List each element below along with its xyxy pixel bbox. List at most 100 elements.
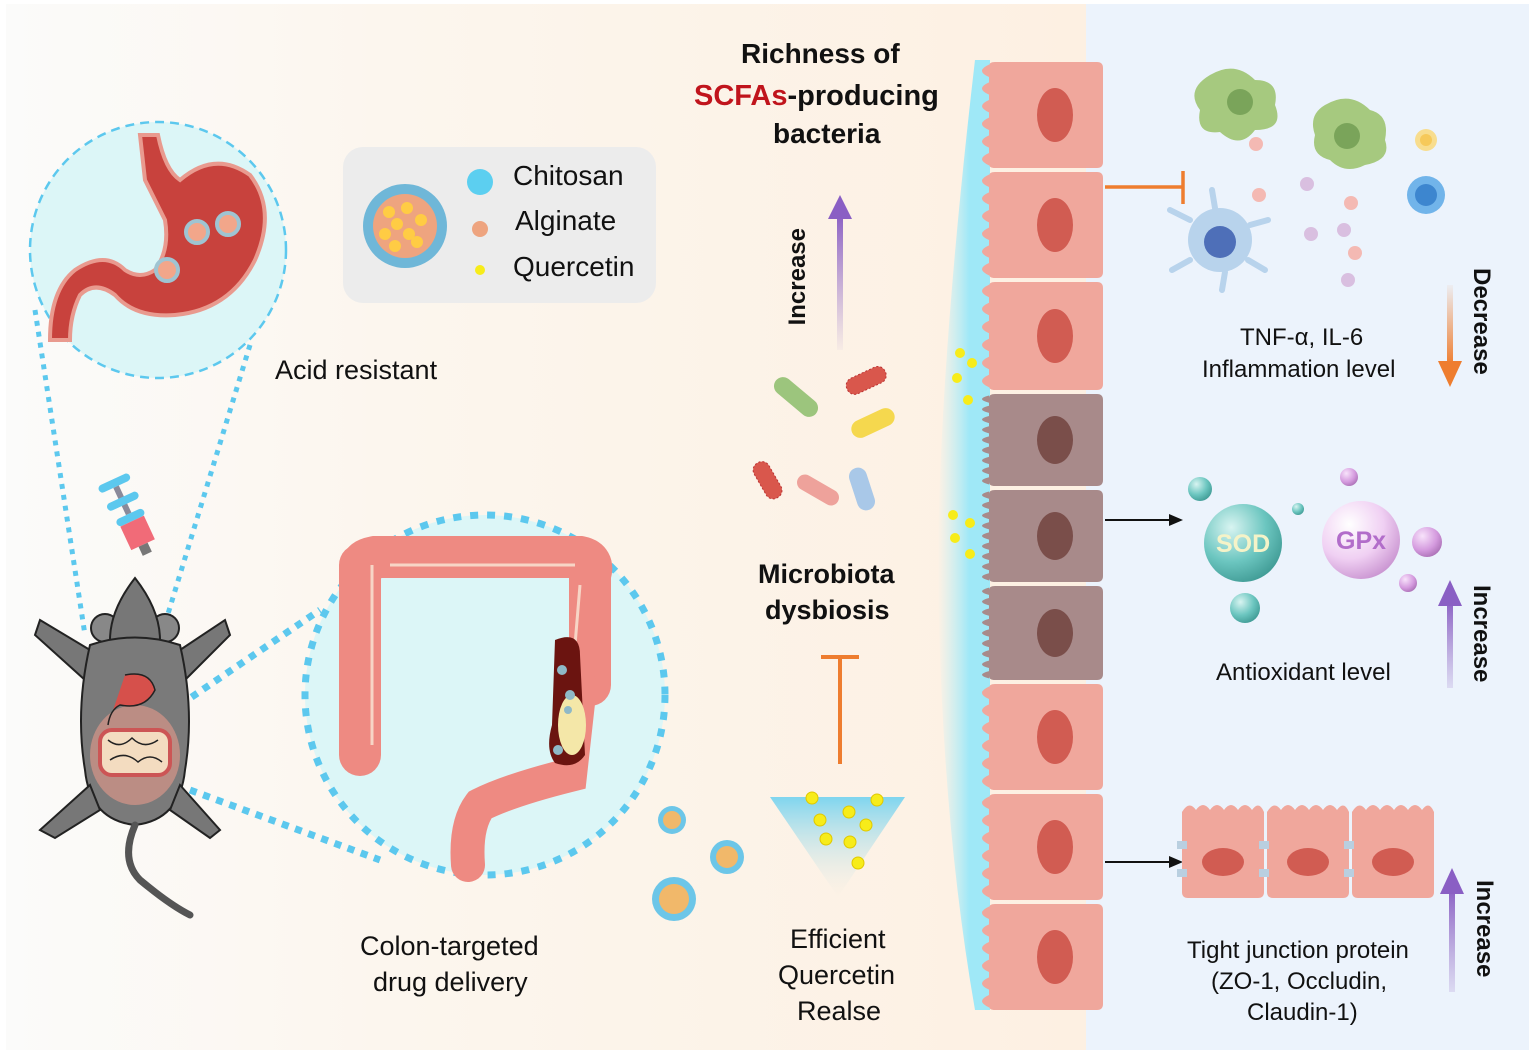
- immune-cells: [1167, 68, 1445, 293]
- colon-magnified-view: [301, 511, 669, 882]
- epithelial-cell: [982, 62, 1103, 168]
- damaged-epithelial-cell: [982, 586, 1103, 680]
- connector-colon-top: [178, 607, 322, 708]
- microcapsule: [710, 840, 744, 874]
- cell-nucleus: [1202, 848, 1244, 876]
- microcapsule-legend-icon: [363, 184, 447, 268]
- arrow-to-tight-junction: [1105, 856, 1183, 868]
- microbiota-dysbiosis-line1: Microbiota: [758, 559, 895, 589]
- tight-junction-protein: [1259, 869, 1269, 877]
- increase-scfa-arrow: [828, 195, 852, 350]
- released-microcapsules: [652, 806, 744, 921]
- chitosan-legend-swatch: [467, 169, 493, 195]
- bacterium-red-flagellated: [752, 461, 783, 500]
- scfa-highlight: SCFAs: [694, 80, 788, 112]
- increase-tight-junction-arrow: [1440, 868, 1464, 992]
- decrease-arrow: [1438, 285, 1462, 387]
- tight-junction-protein: [1177, 841, 1187, 849]
- colon-icon: [339, 536, 613, 882]
- legend: Chitosan Alginate Quercetin: [343, 147, 656, 303]
- scfa-title-rest: -producing: [787, 80, 939, 112]
- quercetin-release-funnel: [770, 791, 905, 897]
- bacterium-blue: [848, 467, 876, 511]
- gpx-tiny-bubble: [1340, 468, 1358, 486]
- microbiota-dysbiosis-line2: dysbiosis: [765, 595, 890, 625]
- epithelial-cell: [982, 282, 1103, 390]
- tight-junction-cell: [1352, 805, 1434, 898]
- acid-resistant-label: Acid resistant: [275, 355, 438, 385]
- connector-colon-bottom: [188, 786, 382, 864]
- cell-nucleus: [1372, 848, 1414, 876]
- scfa-title-line3: bacteria: [773, 118, 881, 149]
- bacterium-red: [845, 366, 887, 395]
- colon-targeted-label-line2: drug delivery: [373, 967, 528, 997]
- quercetin-legend-swatch: [475, 265, 485, 275]
- cell-nucleus: [1037, 710, 1073, 764]
- legend-label-alginate: Alginate: [515, 205, 617, 236]
- mucus-layer: [938, 60, 990, 1010]
- tight-junction-cells: [1177, 800, 1437, 900]
- sod-small-bubble: [1188, 477, 1212, 501]
- increase-tight-junction-label: Increase: [1471, 880, 1498, 978]
- legend-label-quercetin: Quercetin: [513, 251, 635, 282]
- macrophage-icon: [1194, 68, 1278, 141]
- epithelial-cell: [982, 684, 1103, 790]
- epithelial-cell: [982, 794, 1103, 900]
- cell-nucleus: [1037, 609, 1073, 657]
- bacterium-yellow: [851, 408, 895, 438]
- mouse-illustration: [33, 473, 232, 919]
- colon-inflamed-region: [549, 637, 586, 766]
- tight-junction-protein: [1177, 869, 1187, 877]
- macrophage-icon: [1312, 98, 1387, 169]
- lymphocyte-icon: [1407, 176, 1445, 214]
- bacterium-green: [773, 377, 819, 417]
- increase-antioxidant-label: Increase: [1468, 585, 1495, 683]
- cell-nucleus: [1037, 416, 1073, 464]
- tight-junction-cell: [1182, 805, 1264, 898]
- legend-label-chitosan: Chitosan: [513, 160, 624, 191]
- tight-junction-protein: [1259, 841, 1269, 849]
- epithelial-cell: [982, 904, 1103, 1010]
- scfa-title-line2: SCFAs-producing: [694, 80, 939, 113]
- cytokine-particles: [1249, 137, 1362, 287]
- cell-nucleus: [1037, 820, 1073, 874]
- gpx-small-bubble: [1399, 574, 1417, 592]
- inflammation-label-line2: Inflammation level: [1202, 356, 1396, 383]
- tight-junction-protein: [1344, 841, 1354, 849]
- inflammation-label-line1: TNF-α, IL-6: [1240, 324, 1364, 351]
- epithelial-cell: [982, 172, 1103, 278]
- sod-small-bubble: [1230, 593, 1260, 623]
- efficient-release-line3: Realse: [797, 996, 882, 1026]
- scfa-title-line1: Richness of: [741, 38, 900, 69]
- colon-targeted-label-line1: Colon-targeted: [360, 931, 539, 961]
- increase-scfa-label: Increase: [784, 228, 811, 326]
- inhibit-dysbiosis-symbol: [821, 655, 859, 764]
- tight-junction-label-line1: Tight junction protein: [1187, 937, 1409, 964]
- arrow-to-antioxidants: [1105, 514, 1183, 526]
- bacteria-cluster: [752, 366, 895, 511]
- damaged-epithelial-cell: [982, 394, 1103, 486]
- gpx-sphere: [1322, 501, 1400, 579]
- efficient-release-line2: Quercetin: [778, 960, 896, 990]
- gpx-small-bubble: [1412, 527, 1442, 557]
- yellow-cell-icon: [1415, 129, 1437, 151]
- tight-junction-protein: [1344, 869, 1354, 877]
- bacterium-pink: [797, 474, 839, 506]
- decrease-label: Decrease: [1468, 268, 1495, 375]
- gpx-label: GPx: [1336, 527, 1387, 555]
- antioxidant-label: Antioxidant level: [1216, 659, 1391, 686]
- antioxidant-spheres: [1188, 468, 1442, 623]
- tight-junction-label-line2: (ZO-1, Occludin,: [1211, 968, 1388, 995]
- intestinal-epithelium: [975, 62, 1105, 1012]
- damaged-epithelial-cell: [982, 490, 1103, 582]
- cell-nucleus: [1037, 88, 1073, 142]
- cell-nucleus: [1037, 512, 1073, 560]
- connector-stomach-right: [157, 344, 253, 641]
- stomach-microcapsules: [154, 211, 241, 283]
- microcapsule: [658, 806, 686, 834]
- alginate-legend-swatch: [472, 221, 488, 237]
- cell-nucleus: [1287, 848, 1329, 876]
- sod-sphere: [1204, 504, 1282, 582]
- inhibit-inflammation-symbol: [1105, 171, 1185, 204]
